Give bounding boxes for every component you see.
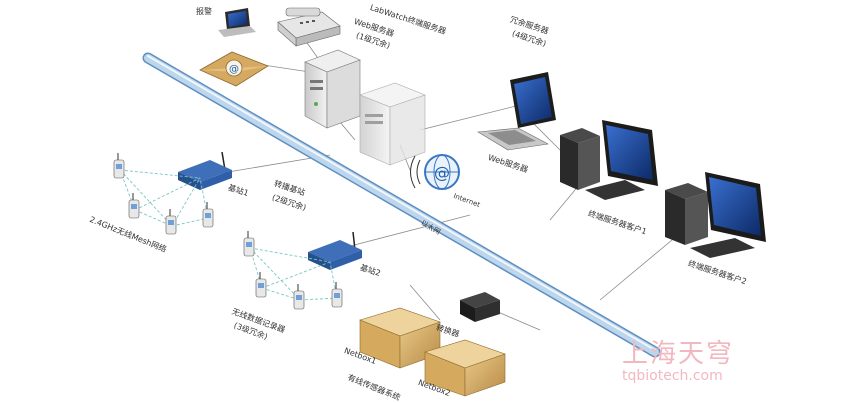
desktop-client2-icon — [665, 172, 766, 258]
switch-box-icon — [460, 292, 500, 322]
netbox2-icon — [424, 339, 506, 397]
base-station1-router-icon — [178, 151, 232, 190]
sensor-icon — [165, 209, 177, 235]
label-alarm: 报警 — [196, 7, 212, 16]
email-envelope-icon: @ — [199, 51, 269, 87]
redundant-server-icon — [359, 82, 426, 166]
base-station2-router-icon — [308, 231, 362, 270]
alarm-laptop-icon — [218, 8, 256, 37]
sensor-icon — [255, 272, 267, 298]
sensor-icon — [331, 282, 343, 308]
sensor-icon — [202, 202, 214, 228]
labwatch-server-icon — [304, 49, 361, 129]
sensor-icon — [113, 153, 125, 179]
sensor-group1 — [113, 153, 214, 235]
ethernet-backbone — [142, 52, 661, 358]
mesh-links-2 — [249, 247, 338, 301]
sensor-icon — [128, 193, 140, 219]
sensor-group2 — [243, 231, 343, 310]
internet-globe-icon: @ — [410, 154, 460, 190]
sensor-icon — [293, 284, 305, 310]
desktop-client1-icon — [560, 120, 658, 200]
web-server-laptop-icon — [477, 72, 556, 151]
svg-text:@: @ — [229, 64, 239, 75]
telephone-icon — [277, 7, 341, 47]
watermark-cn: 上海天穹 — [622, 339, 735, 369]
watermark-url: tqbiotech.com — [622, 368, 723, 384]
sensor-icon — [243, 231, 255, 257]
svg-text:@: @ — [434, 163, 450, 182]
